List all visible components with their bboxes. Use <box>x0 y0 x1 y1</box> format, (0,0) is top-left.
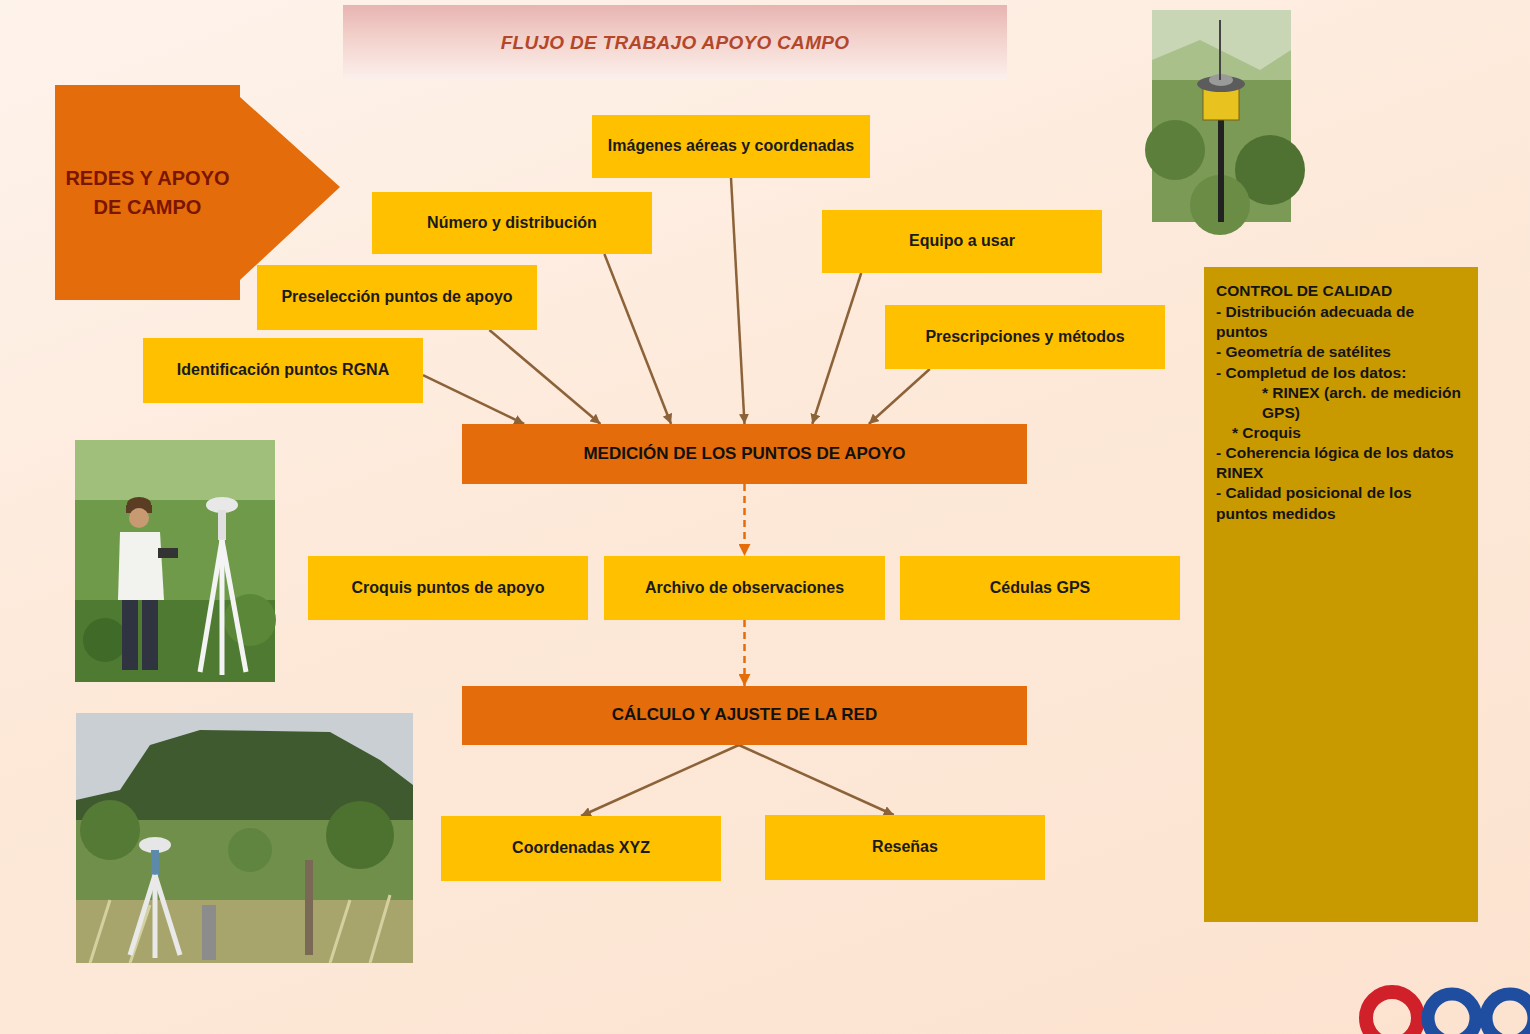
dashed-flow-arrow <box>743 620 746 686</box>
flow-arrow <box>489 330 600 424</box>
box-label: Número y distribución <box>427 213 597 234</box>
checklist-item: * Croquis <box>1216 423 1466 443</box>
checklist-item: - Geometría de satélites <box>1216 342 1466 362</box>
flow-arrow <box>812 273 861 424</box>
output-box: Cédulas GPS <box>900 556 1180 620</box>
input-box: Imágenes aéreas y coordenadas <box>592 115 870 178</box>
checklist-item: - Coherencia lógica de los datos RINEX <box>1216 443 1466 483</box>
flow-arrow <box>739 745 894 815</box>
box-label: Coordenadas XYZ <box>512 838 650 859</box>
logo-mark <box>1366 992 1530 1034</box>
antenna-photo <box>1145 10 1305 235</box>
input-box: Equipo a usar <box>822 210 1102 273</box>
box-label: Archivo de observaciones <box>645 578 844 599</box>
checklist-item: * RINEX (arch. de medición GPS) <box>1216 383 1466 423</box>
landscape-photo <box>76 713 413 963</box>
flow-arrow <box>604 254 671 424</box>
output-box: Croquis puntos de apoyo <box>308 556 588 620</box>
input-box: Número y distribución <box>372 192 652 254</box>
checklist-item: - Calidad posicional de los puntos medid… <box>1216 483 1466 523</box>
input-box: Identificación puntos RGNA <box>143 338 423 403</box>
flow-arrow <box>869 369 930 424</box>
flow-arrow <box>423 375 524 424</box>
box-label: Croquis puntos de apoyo <box>352 578 545 599</box>
flow-arrow <box>581 745 739 816</box>
box-label: Identificación puntos RGNA <box>177 360 389 381</box>
box-label: REDES Y APOYO DE CAMPO <box>55 85 240 300</box>
box-label: CÁLCULO Y AJUSTE DE LA RED <box>612 704 877 726</box>
panel-heading: CONTROL DE CALIDAD <box>1216 281 1466 301</box>
box-label: Cédulas GPS <box>990 578 1090 599</box>
input-box: Prescripciones y métodos <box>885 305 1165 369</box>
process-box: MEDICIÓN DE LOS PUNTOS DE APOYO <box>462 424 1027 484</box>
quality-panel: CONTROL DE CALIDAD- Distribución adecuad… <box>1204 267 1478 922</box>
box-label: Reseñas <box>872 837 938 858</box>
process-box: CÁLCULO Y AJUSTE DE LA RED <box>462 686 1027 745</box>
flow-arrow <box>731 178 745 424</box>
input-box: Preselección puntos de apoyo <box>257 265 537 330</box>
box-label: MEDICIÓN DE LOS PUNTOS DE APOYO <box>583 443 905 465</box>
title-band: FLUJO DE TRABAJO APOYO CAMPO <box>343 5 1007 80</box>
output-box: Reseñas <box>765 815 1045 880</box>
checklist-item: - Completud de los datos: <box>1216 363 1466 383</box>
checklist-item: - Distribución adecuada de puntos <box>1216 302 1466 342</box>
output-box: Coordenadas XYZ <box>441 816 721 881</box>
box-label: Preselección puntos de apoyo <box>281 287 512 308</box>
diagram-title: FLUJO DE TRABAJO APOYO CAMPO <box>501 32 850 54</box>
box-label: Imágenes aéreas y coordenadas <box>608 136 854 157</box>
dashed-flow-arrow <box>743 484 746 556</box>
output-box: Archivo de observaciones <box>604 556 885 620</box>
operator-photo <box>75 440 276 682</box>
box-label: Equipo a usar <box>909 231 1015 252</box>
box-label: Prescripciones y métodos <box>925 327 1124 348</box>
